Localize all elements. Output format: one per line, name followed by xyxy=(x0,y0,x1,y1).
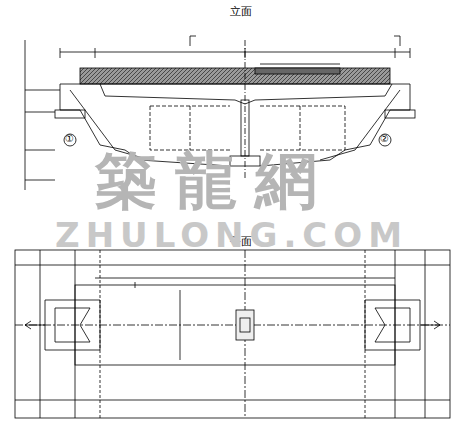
watermark: ZHULONG.COM xyxy=(55,218,408,252)
callout-number: ② xyxy=(380,134,389,144)
view-title: 立面 xyxy=(230,6,252,17)
watermark: 築龍網 xyxy=(95,150,335,212)
callout-number: ① xyxy=(65,134,74,144)
